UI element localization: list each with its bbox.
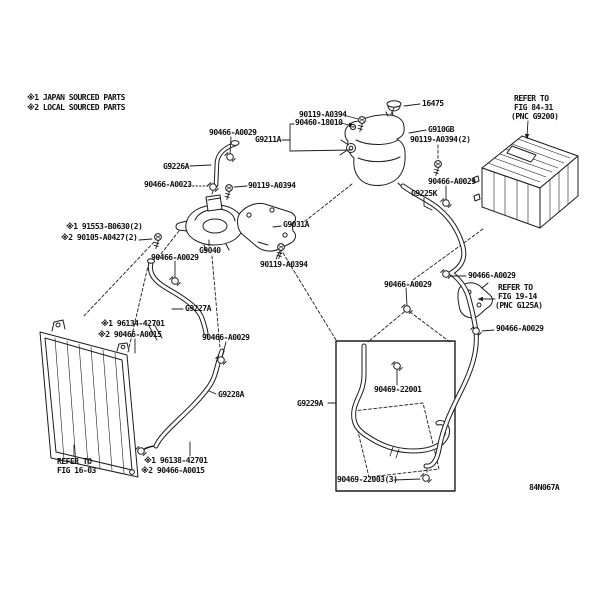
callout-bolt-90119-low: 90119-A0394 [260,260,308,269]
callout-pnc-g9031a: G9031A [283,220,309,229]
callout-bolt-90119-mid: 90119-A0394 [248,181,296,190]
hose-g9229a [351,343,450,459]
callout-bolt-90119-top: 90119-A0394 [299,110,347,119]
callout-clamp-90466-6: 90466-A0029 [496,324,544,333]
callout-pnc-g910gb: G910GB [428,125,454,134]
ref-fig-19-14-line2: FIG 19-14 [498,292,537,301]
detail-box [335,340,456,492]
cap-drawing [386,100,402,112]
callout-cap-16475: 16475 [422,99,444,108]
callout-bolt-91553: ※1 91553-B0630(2) [66,222,143,231]
ref-fig-84-31-line2: FIG 84-31 [514,103,553,112]
callout-clamp-90466-a0023: 90466-A0023 [144,180,192,189]
radiator-drawing [39,319,157,478]
hose-g9225k [400,183,479,469]
callout-clip-96138: ※1 96138-42701 [144,456,208,465]
callout-clamp-90466-2: 90466-A0029 [428,177,476,186]
ref-fig-84-31-line1: REFER TO [514,94,549,103]
callout-hose-90460: 90460-18010 [295,118,343,127]
callout-clamp-90466-5: 90466-A0029 [384,280,432,289]
callout-clamp-90466-1: 90466-A0029 [209,128,257,137]
callout-pnc-g9227a: G9227A [185,304,211,313]
callout-clip-96134: ※1 96134-42701 [101,319,165,328]
callout-bolt-90119-tank: 90119-A0394(2) [410,135,471,144]
callout-clamp-90466-a0015-1: ※2 90466-A0015 [98,330,162,339]
callout-lines [73,103,529,481]
bracket-drawing [237,202,296,252]
legend-line-2: ※2 LOCAL SOURCED PARTS [27,103,125,112]
ref-fig-16-03-line2: FIG 16-03 [57,466,96,475]
hose-g9227a [147,258,209,336]
callout-pnc-g9211a: G9211A [255,135,281,144]
inverter-drawing [472,135,579,229]
callout-pnc-g9226a: G9226A [163,162,189,171]
legend-line-1: ※1 JAPAN SOURCED PARTS [27,93,125,102]
reserve-tank-drawing [344,110,406,188]
callout-clamp-90469-22003: 90469-22003(3) [337,475,398,484]
hose-g9226a [213,140,240,188]
water-pump-drawing [175,194,244,252]
callout-clamp-90469-22001: 90469-22001 [374,385,422,394]
callout-pnc-g9040: G9040 [199,246,221,255]
ref-fig-16-03-line1: REFER TO [57,457,92,466]
callout-pnc-g9228a: G9228A [218,390,244,399]
drawing-code: 84N067A [529,483,560,492]
callout-clamp-90466-7: 90466-A0029 [202,333,250,342]
hose-g9228a [153,348,225,449]
ref-fig-19-14-line3: (PNC G125A) [495,301,543,310]
callout-clamp-90466-4: 90466-A0029 [468,271,516,280]
callout-clamp-90466-a0015-2: ※2 90466-A0015 [141,466,205,475]
ref-fig-19-14-line1: REFER TO [498,283,533,292]
callout-pnc-g9225k: G9225K [411,189,437,198]
callout-bolt-90105: ※2 90105-A0427(2) [61,233,138,242]
callout-pnc-g9229a: G9229A [297,399,323,408]
callout-clamp-90466-3: 90466-A0029 [151,253,199,262]
ref-fig-84-31-line3: (PNC G9200) [511,112,559,121]
